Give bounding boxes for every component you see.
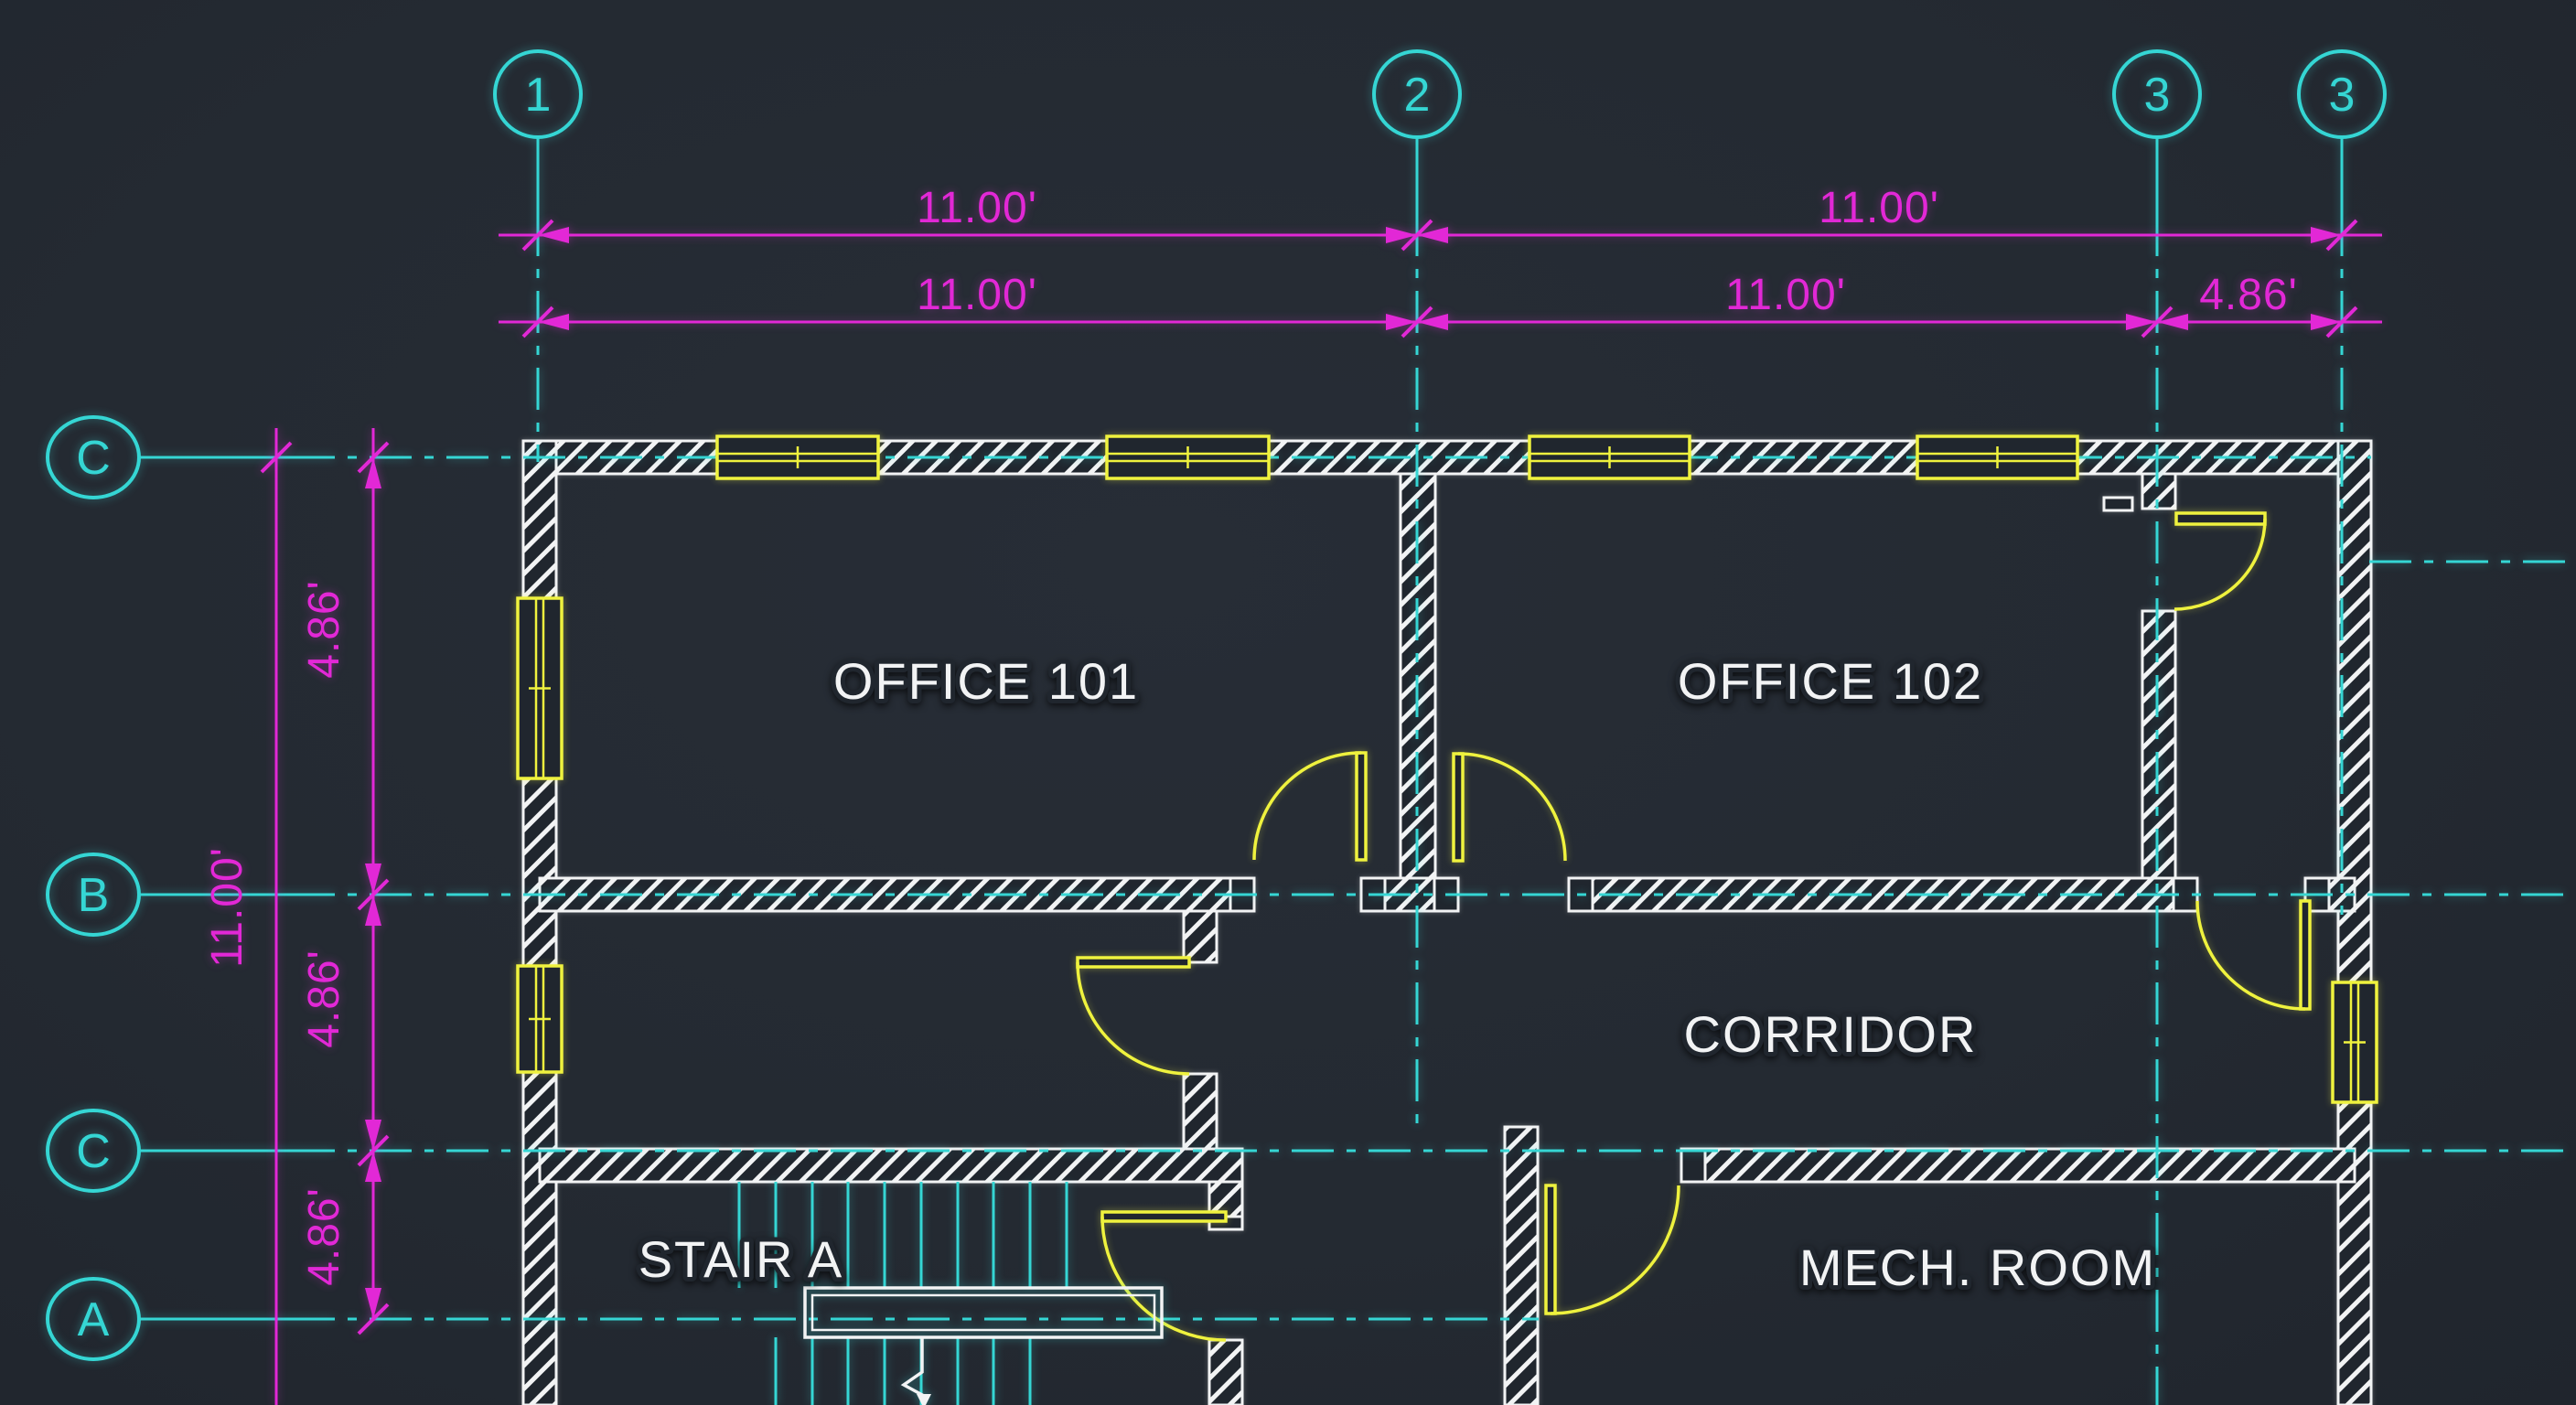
- dimension-arrow: [2157, 314, 2188, 330]
- window-symbol[interactable]: [1528, 434, 1691, 480]
- dimension-label[interactable]: 4.86': [300, 1187, 349, 1286]
- door-leaf: [2174, 511, 2267, 526]
- grid-bubble[interactable]: [46, 415, 141, 499]
- door-swing[interactable]: [2195, 899, 2312, 1011]
- dimension-label[interactable]: 11.00': [917, 184, 1037, 232]
- door-swing[interactable]: [1100, 1210, 1228, 1342]
- stairs-layer: [737, 1182, 1164, 1405]
- grid-bubble-label: 3: [2144, 69, 2171, 122]
- door-leaf: [1544, 1184, 1557, 1315]
- door-leaf: [1076, 956, 1191, 969]
- wall-segment[interactable]: [1208, 1338, 1244, 1405]
- door-arc: [1076, 961, 1190, 1076]
- door-leaf: [1355, 751, 1368, 862]
- dimension-label[interactable]: 11.00': [1819, 184, 1939, 232]
- window-symbol[interactable]: [1105, 434, 1271, 480]
- stair-landing[interactable]: [803, 1286, 1164, 1339]
- dimension-label[interactable]: 4.86': [2199, 271, 2298, 319]
- wall-segment[interactable]: [1182, 909, 1218, 964]
- grid-bubble[interactable]: [2297, 49, 2387, 139]
- stair-landing-inner: [810, 1293, 1156, 1332]
- window-symbol[interactable]: [715, 434, 880, 480]
- door-frame[interactable]: [1680, 1147, 1707, 1184]
- door-frame[interactable]: [2102, 496, 2134, 512]
- grid-bubble-label: C: [76, 432, 111, 485]
- dimension-arrow: [1386, 314, 1417, 330]
- door-swing[interactable]: [1076, 956, 1191, 1076]
- door-swing[interactable]: [1452, 752, 1567, 863]
- wall-segment[interactable]: [2336, 439, 2373, 1405]
- grid-bubble-label: 2: [1404, 69, 1431, 122]
- door-leaf: [1452, 752, 1465, 863]
- door-arc: [1457, 752, 1567, 862]
- grid-bubble[interactable]: [493, 49, 583, 139]
- dimension-tick: [260, 441, 293, 474]
- dimensions-layer: 11.00' 11.00' 11.00' 11.00' 4.86' 11.00' 4.86'…: [203, 184, 2382, 1405]
- grid-bubble-label: 1: [525, 69, 552, 122]
- dimension-label[interactable]: 4.86': [300, 580, 349, 679]
- grid-bubble-label: A: [78, 1293, 110, 1346]
- wall-segment[interactable]: [2141, 472, 2177, 510]
- room-label-office-102[interactable]: OFFICE 102: [1673, 648, 1986, 714]
- room-label-corridor[interactable]: CORRIDOR: [1680, 1001, 1980, 1067]
- grid-bubble-label: 3: [2329, 69, 2356, 122]
- dimension-arrow: [1386, 227, 1417, 243]
- wall-segment[interactable]: [521, 439, 558, 1405]
- window-symbol[interactable]: [1916, 434, 2079, 480]
- door-arc: [2195, 900, 2306, 1011]
- grid-bubble[interactable]: [2112, 49, 2202, 139]
- room-label-stair-a[interactable]: STAIR A: [634, 1226, 847, 1292]
- door-swing[interactable]: [1252, 751, 1368, 862]
- dimension-label[interactable]: 11.00': [917, 271, 1037, 319]
- grid-bubble-label: B: [78, 869, 110, 922]
- door-arc: [2174, 518, 2267, 611]
- dimension-arrow: [365, 1288, 381, 1319]
- wall-segment[interactable]: [2141, 609, 2177, 880]
- windows-layer: [516, 434, 2378, 1104]
- dimension-arrow: [2311, 314, 2342, 330]
- door-leaf: [1100, 1210, 1228, 1223]
- wall-segment[interactable]: [1182, 1072, 1218, 1153]
- grid-bubble[interactable]: [46, 1109, 141, 1193]
- wall-segment[interactable]: [538, 1147, 1244, 1184]
- grid-bubble[interactable]: [46, 1277, 141, 1361]
- door-arc: [1100, 1216, 1227, 1342]
- window-symbol[interactable]: [516, 596, 564, 780]
- door-arc: [1550, 1185, 1680, 1315]
- stair-direction-arrow: [917, 1394, 931, 1405]
- dimension-arrow: [2126, 314, 2157, 330]
- wall-segment[interactable]: [538, 876, 1232, 913]
- dimension-arrow: [538, 227, 569, 243]
- dimension-arrow: [1417, 314, 1448, 330]
- dimension-label[interactable]: 11.00': [1725, 271, 1846, 319]
- dimension-arrow: [2311, 227, 2342, 243]
- dimension-arrow: [365, 1120, 381, 1151]
- wall-segment[interactable]: [1503, 1125, 1540, 1405]
- dimension-arrow: [365, 457, 381, 488]
- grid-layer: 1 2 3 3C B C A: [46, 49, 2576, 1405]
- room-label-office-101[interactable]: OFFICE 101: [829, 648, 1142, 714]
- door-leaf: [2299, 899, 2312, 1011]
- window-symbol[interactable]: [516, 964, 564, 1074]
- grid-bubble-label: C: [76, 1125, 111, 1178]
- dimension-arrow: [538, 314, 569, 330]
- dimension-arrow: [365, 895, 381, 926]
- door-arc: [1252, 751, 1362, 861]
- dimension-arrow: [1417, 227, 1448, 243]
- dimension-arrow: [365, 863, 381, 895]
- doors-layer: [1076, 511, 2312, 1342]
- grid-bubble[interactable]: [46, 853, 141, 937]
- dimension-arrow: [365, 1151, 381, 1182]
- wall-segment[interactable]: [1703, 1147, 2356, 1184]
- door-swing[interactable]: [1544, 1184, 1680, 1315]
- window-symbol[interactable]: [2331, 981, 2378, 1104]
- door-swing[interactable]: [2174, 511, 2267, 611]
- grid-bubble[interactable]: [1372, 49, 1462, 139]
- dimension-label[interactable]: 4.86': [300, 949, 349, 1048]
- room-label-mech-room[interactable]: MECH. ROOM: [1795, 1234, 2159, 1301]
- dimension-label[interactable]: 11.00': [203, 847, 252, 968]
